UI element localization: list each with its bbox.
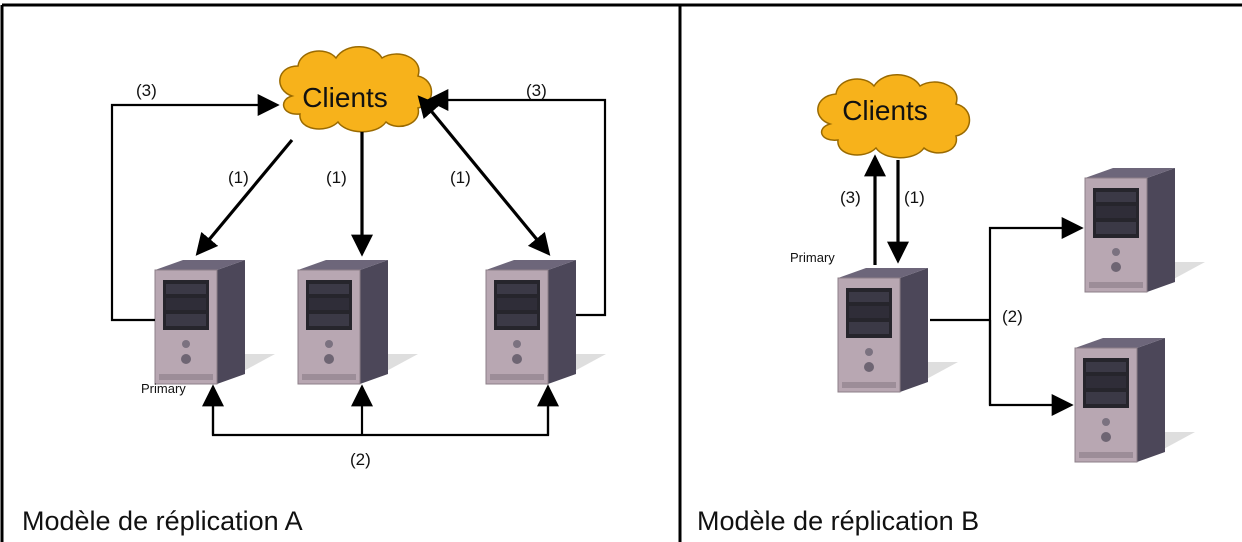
arrow-step1-left <box>195 138 294 256</box>
server-b3-icon <box>1074 337 1196 463</box>
panel-b-title: Modèle de réplication B <box>697 506 979 536</box>
panel-a: Clients Primary (1) (1) (1) (3) (3) <box>22 46 607 536</box>
server-a1-icon <box>154 259 276 385</box>
label-step3-b: (3) <box>840 188 861 207</box>
clients-cloud-b-label: Clients <box>842 95 928 126</box>
panel-b: Clients Primary (3) (1) (2) Modèle de ré… <box>697 74 1206 536</box>
primary-label-a: Primary <box>141 381 186 396</box>
arrow-step3-right <box>426 89 607 317</box>
clients-cloud-a: Clients <box>279 46 433 133</box>
label-step1-b: (1) <box>904 188 925 207</box>
arrow-step3-left <box>110 94 280 322</box>
label-step1-mid: (1) <box>326 168 347 187</box>
label-step1-left: (1) <box>228 168 249 187</box>
arrow-step1-right <box>430 110 551 256</box>
panel-a-title: Modèle de réplication A <box>22 506 303 536</box>
label-step2-b: (2) <box>1002 307 1023 326</box>
server-a3-icon <box>485 259 607 385</box>
bus-step2 <box>211 400 550 437</box>
server-a2-icon <box>297 259 419 385</box>
label-step1-right: (1) <box>450 168 471 187</box>
label-step2-a: (2) <box>350 450 371 469</box>
clients-cloud-a-label: Clients <box>302 82 388 113</box>
outer-frame <box>0 3 1242 542</box>
server-b-primary-icon <box>837 267 959 393</box>
label-step3-right: (3) <box>526 81 547 100</box>
clients-cloud-b: Clients <box>817 74 971 159</box>
label-step3-left: (3) <box>136 81 157 100</box>
arrow-step2-b-lower <box>988 320 1074 416</box>
primary-label-b: Primary <box>790 250 835 265</box>
server-b2-icon <box>1084 167 1206 293</box>
